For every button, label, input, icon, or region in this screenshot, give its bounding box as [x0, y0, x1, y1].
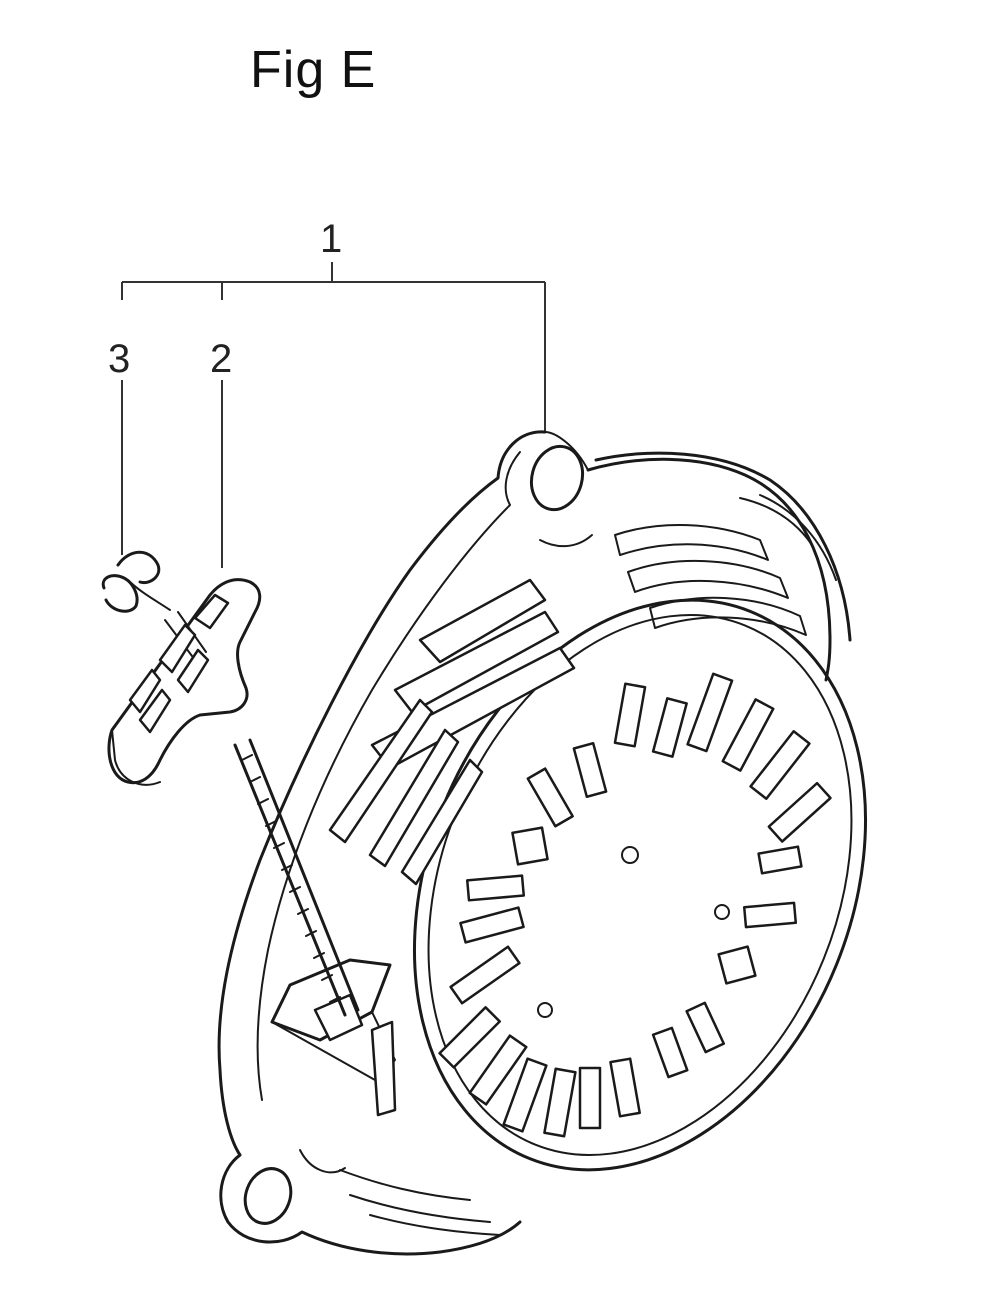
vent-slots [438, 672, 832, 1138]
drum-body [339, 451, 852, 1236]
figure-title: Fig E [250, 41, 377, 99]
starter-rope [164, 611, 360, 1017]
callout-2: 2 [210, 337, 232, 381]
callout-3: 3 [108, 337, 130, 381]
callout-leaders [121, 262, 546, 568]
housing-ribs [328, 578, 576, 886]
rope-guide [270, 958, 397, 1117]
rope-handle [107, 578, 262, 786]
callout-1: 1 [320, 217, 342, 261]
rope-knot [101, 550, 171, 613]
housing-flange [217, 430, 593, 1256]
